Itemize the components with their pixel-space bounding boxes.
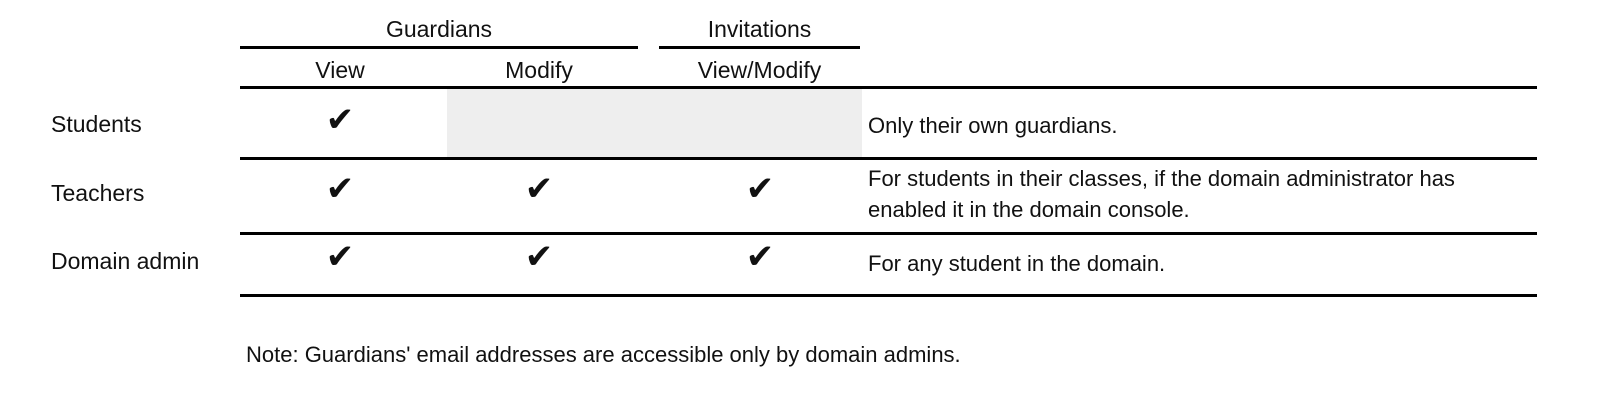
group-rule-invitations [659,46,860,49]
checkmark-icon: ✔ [524,169,554,209]
row-label-students: Students [51,111,142,137]
column-header-invitations-view-modify: View/Modify [697,57,822,83]
row-description-teachers: For students in their classes, if the do… [868,166,1455,222]
checkmark-icon: ✔ [325,100,355,140]
table-rule-header-bottom [240,86,1537,89]
checkmark-icon: ✔ [745,237,775,277]
checkmark-icon: ✔ [325,237,355,277]
cell-not-applicable-shading [447,89,862,157]
column-header-guardians-modify: Modify [505,57,573,83]
checkmark-icon: ✔ [745,169,775,209]
table-note: Note: Guardians' email addresses are acc… [246,342,961,367]
table-rule-after-teachers [240,232,1537,235]
group-header-invitations: Invitations [707,16,812,42]
table-rule-bottom [240,294,1537,297]
checkmark-icon: ✔ [325,169,355,209]
column-header-guardians-view: View [315,57,365,83]
row-label-domain-admin: Domain admin [51,248,200,274]
checkmark-icon: ✔ [524,237,554,277]
row-description-students: Only their own guardians. [868,113,1118,138]
row-description-domain-admin: For any student in the domain. [868,251,1166,276]
group-header-guardians: Guardians [385,16,493,42]
table-rule-after-students [240,157,1537,160]
row-label-teachers: Teachers [51,180,145,206]
group-rule-guardians [240,46,638,49]
